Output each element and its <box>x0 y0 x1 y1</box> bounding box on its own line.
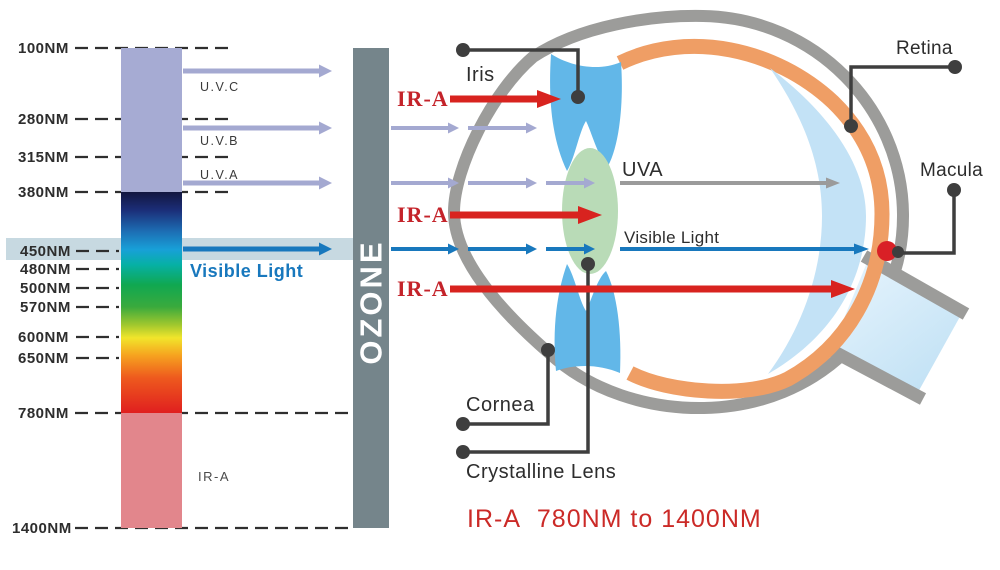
uvb-label: U.V.B <box>200 134 239 148</box>
uv-band <box>121 48 182 192</box>
tick-label: 100NM <box>18 40 69 57</box>
ira-label-middle: IR-A <box>397 202 449 227</box>
tick-label: 650NM <box>18 350 69 367</box>
crystalline-lens-callout <box>456 257 595 459</box>
tick-label: 500NM <box>20 280 71 297</box>
crystalline-lens-label: Crystalline Lens <box>466 461 616 483</box>
iris-upper <box>550 54 622 171</box>
tick-label: 1400NM <box>12 520 72 537</box>
eye <box>447 9 970 415</box>
ozone-bar: OZONE <box>353 48 389 528</box>
tick-label: 450NM <box>20 243 71 260</box>
ira-arrow-bottom <box>450 280 855 298</box>
visible-beam-in-eye <box>620 243 869 255</box>
tick-label: 600NM <box>18 329 69 346</box>
uvc-label: U.V.C <box>200 80 240 94</box>
tick-label: 315NM <box>18 149 69 166</box>
tick-label: 280NM <box>18 111 69 128</box>
ir-band <box>121 413 182 528</box>
visible-light-label-left: Visible Light <box>190 261 303 281</box>
choroid <box>616 39 890 399</box>
wavelength-labels: 100NM 280NM 315NM 380NM 450NM 480NM 500N… <box>12 40 72 537</box>
visible-arrow-left <box>183 242 332 256</box>
tick-label: 480NM <box>20 261 71 278</box>
cornea-callout <box>456 343 555 431</box>
uva-label: U.V.A <box>200 168 239 182</box>
macula-callout <box>896 183 961 255</box>
retina-label: Retina <box>896 38 953 59</box>
visible-light-eye-label: Visible Light <box>624 228 719 247</box>
uvc-arrow <box>183 64 332 78</box>
visible-beam-right <box>391 243 595 255</box>
uva-beam-in-eye <box>620 177 840 189</box>
wavelength-scale <box>75 46 352 530</box>
ira-label-top: IR-A <box>397 86 449 111</box>
macula-label: Macula <box>920 160 983 181</box>
uvb-arrow <box>183 121 332 135</box>
ira-arrows <box>450 90 855 298</box>
uvb-beam-right <box>391 122 537 134</box>
ira-arrow-middle <box>450 206 602 224</box>
ira-arrow-top <box>450 90 561 108</box>
uva-eye-label: UVA <box>622 159 663 181</box>
macula-spot <box>877 241 904 261</box>
callouts <box>456 43 962 459</box>
iris-label: Iris <box>466 64 495 86</box>
visible-band <box>121 192 182 413</box>
tick-label: 570NM <box>20 299 71 316</box>
iris-callout <box>456 43 585 104</box>
spectrum-bar <box>121 48 182 528</box>
ir-band-label: IR-A <box>198 469 230 484</box>
uva-arrow <box>183 176 332 190</box>
uva-beam-right <box>391 177 595 189</box>
ira-label-bottom: IR-A <box>397 276 449 301</box>
tick-label: 780NM <box>18 405 69 422</box>
retina-callout <box>844 60 962 133</box>
cornea-label: Cornea <box>466 394 535 416</box>
uv-arrows-left <box>183 64 332 190</box>
ira-range-caption: IR-A 780NM to 1400NM <box>467 505 762 533</box>
retina-layer <box>768 68 866 374</box>
ozone-label: OZONE <box>354 239 389 364</box>
tick-label: 380NM <box>18 184 69 201</box>
